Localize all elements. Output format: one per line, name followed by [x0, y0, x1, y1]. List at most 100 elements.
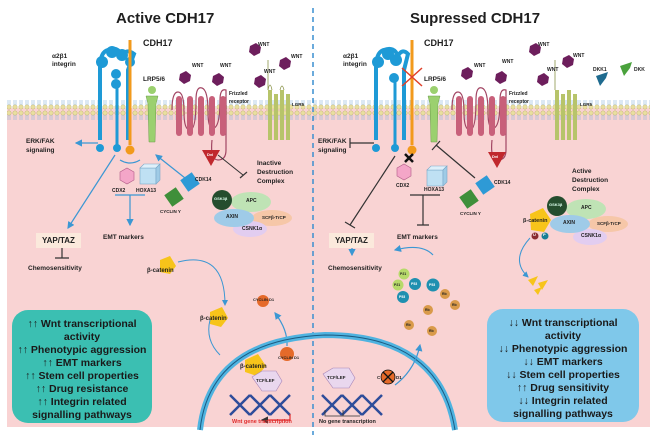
- left-bcat-3: [245, 354, 266, 376]
- right-summary-line: ↓↓ Phenotypic aggression: [498, 343, 628, 355]
- left-wnt-label-3: WNT: [258, 42, 270, 48]
- right-erk-label-2: signaling: [318, 147, 347, 154]
- right-dc-label-3: Complex: [572, 186, 600, 193]
- right-dvl-label: Dvl: [492, 154, 499, 159]
- right-cdx2-label: CDX2: [396, 183, 410, 189]
- right-hoxa13-label: HOXA13: [424, 187, 445, 193]
- left-integrin-label-2: integrin: [52, 61, 76, 68]
- left-cdx2-shape: [119, 167, 135, 185]
- transcription-arrow: [260, 414, 291, 424]
- left-gsk3b-label: GSK3β: [214, 196, 228, 201]
- left-chemo-label: Chemosensitivity: [28, 265, 82, 272]
- left-bcat-1: [160, 256, 176, 274]
- left-hoxa13-shape: [139, 163, 161, 185]
- right-scf-label: SCFβ-TrCP: [597, 221, 621, 226]
- left-tcf-label: TCF/LEF: [256, 378, 275, 383]
- left-cyclin-d1-label-2: CYCLIN D1: [278, 355, 300, 360]
- left-wnt-label-1: WNT: [192, 63, 204, 69]
- right-lgr5-label: LGR5: [580, 102, 593, 107]
- left-lgr5: [267, 60, 290, 140]
- rb-label-2: Rb: [452, 303, 457, 307]
- right-tcf-label: TCF/LEF: [327, 375, 346, 380]
- right-cdk14-label: CDK14: [494, 180, 511, 186]
- left-apc-label: APC: [246, 198, 257, 204]
- right-apc-label: APC: [581, 205, 592, 211]
- left-summary-line: ↑↑ Drug resistance: [35, 383, 129, 395]
- right-cyclin-d1-crossed: [380, 369, 396, 385]
- left-lrp-label: LRP5/6: [143, 76, 166, 83]
- left-cyclin-y-shape: [164, 187, 184, 207]
- arrow-cdk14-lrp: [155, 154, 186, 179]
- right-cyclin-d1-tail: D1: [396, 375, 402, 380]
- left-lgr5-label: LGR5: [292, 102, 305, 107]
- p53-label-1: P53: [411, 282, 418, 286]
- right-summary-line: ↓↓ Stem cell properties: [506, 369, 620, 381]
- right-yap-taz: YAP/TAZ: [329, 233, 374, 248]
- left-dc-label-1: Inactive: [257, 160, 282, 167]
- rb-label-1: Rb: [442, 292, 447, 296]
- right-erk-label-1: ERK/FAK: [318, 138, 347, 145]
- rb-label-5: Rb: [429, 329, 434, 333]
- left-summary-line: signalling pathways: [32, 409, 132, 421]
- right-summary-line: activity: [544, 330, 582, 342]
- right-summary-line: ↓↓ Wnt transcriptional: [508, 317, 618, 329]
- left-axin-label: AXIN: [226, 214, 238, 220]
- right-axin: [550, 215, 590, 233]
- right-lrp-label: LRP5/6: [424, 76, 447, 83]
- p53-label-2: P53: [429, 283, 436, 287]
- right-integrin: [372, 46, 411, 152]
- left-cdh17-label: CDH17: [143, 38, 173, 48]
- right-frizzled-label-1: Frizzled: [509, 91, 528, 97]
- left-erk-label-1: ERK/FAK: [26, 138, 55, 145]
- left-scf: [252, 210, 292, 226]
- left-integrin-label-1: α2β1: [52, 53, 68, 60]
- left-wnt-ligands: [179, 43, 291, 88]
- left-csnk1a-label: CSNK1α: [242, 226, 263, 232]
- rb-label-4: Rb: [406, 323, 411, 327]
- left-summary-line: ↑↑ Wnt transcriptional: [27, 318, 137, 330]
- right-dvl: [488, 152, 506, 168]
- right-summary-line: signalling pathways: [513, 408, 613, 420]
- left-gsk3b: [212, 190, 232, 210]
- arrow-to-yap: [67, 154, 116, 230]
- right-cyclin-y-shape: [459, 189, 479, 209]
- right-bcat-label: β-catenin: [523, 218, 548, 224]
- right-hoxa13-shape: [426, 165, 448, 187]
- right-lgr5: [554, 60, 577, 140]
- left-cdx2-label: CDX2: [112, 188, 126, 194]
- left-summary-line: ↑↑ Stem cell properties: [25, 370, 139, 382]
- right-gsk3b: [547, 196, 567, 216]
- right-gsk3b-label: GSK3β: [549, 202, 563, 207]
- left-cyclin-d1-top: [257, 295, 269, 307]
- right-dna: [321, 394, 383, 416]
- tumor-suppressor-cluster: [392, 268, 460, 336]
- right-summary-line: ↓↓ EMT markers: [523, 356, 603, 368]
- right-scf: [588, 216, 628, 232]
- right-tcf: [322, 367, 356, 389]
- left-panel-title: Active CDH17: [116, 10, 215, 27]
- right-summary-line: ↓↓ Integrin related: [518, 395, 608, 407]
- wnt-transcription-label: Wnt gene transcription: [232, 419, 292, 425]
- left-cdk14-shape: [180, 172, 200, 192]
- left-cyclin-d1-nuc: [280, 347, 294, 361]
- left-summary-line: ↑↑ EMT markers: [42, 357, 122, 369]
- left-frizzled: [171, 87, 227, 161]
- no-transcription-label: No gene transcription: [319, 419, 376, 425]
- cell-membrane: [7, 98, 650, 120]
- phospho-label: P: [543, 232, 546, 237]
- right-dkk-label: DKK: [634, 67, 645, 73]
- right-panel-title: Supressed CDH17: [410, 10, 541, 27]
- arrow-bcat-loop: [177, 259, 228, 306]
- rb-label-3: Rb: [425, 308, 430, 312]
- right-cyclin-y-label: CYCLIN Y: [460, 211, 481, 216]
- right-emt-label: EMT markers: [397, 234, 438, 241]
- left-bcat-2: [210, 307, 228, 327]
- left-scf-label: SCFβ-TrCP: [262, 215, 286, 220]
- right-summary-line: ↑↑ Drug sensitivity: [516, 382, 610, 394]
- degraded-bcat-fragments: [528, 276, 548, 295]
- p21-label-1: P21: [400, 272, 407, 276]
- left-tcf: [251, 370, 283, 392]
- left-apc: [231, 192, 271, 212]
- left-bcat-label-1: β-catenin: [147, 268, 174, 274]
